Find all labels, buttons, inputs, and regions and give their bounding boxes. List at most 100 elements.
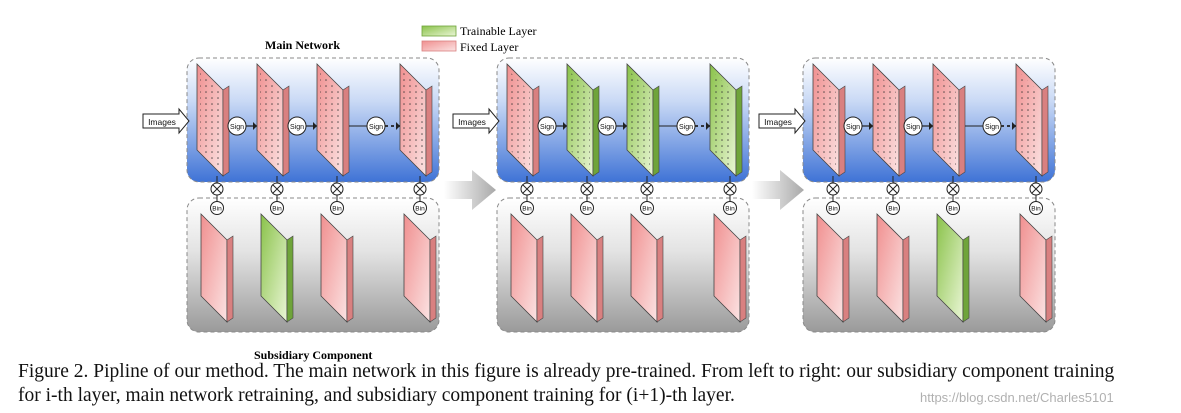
main-network-panel [186, 57, 440, 183]
subsidiary-layer-side [842, 235, 850, 323]
sign-node [843, 116, 863, 136]
multiply-icon [210, 182, 224, 196]
binary-weights-pattern [320, 72, 340, 170]
binary-weights-pattern [936, 72, 956, 170]
binary-weights-pattern [816, 72, 836, 170]
bin-node [330, 201, 344, 215]
arrow-head [313, 122, 317, 130]
binary-weights-pattern [1019, 72, 1039, 170]
arrow-head [869, 122, 873, 130]
main-network-label: Main Network [265, 38, 340, 52]
sign-label: Sign [540, 124, 554, 131]
bin-node [826, 201, 840, 215]
watermark: https://blog.csdn.net/Charles5101 [920, 390, 1114, 405]
bin-label: Bin [522, 206, 532, 213]
sign-node [597, 116, 617, 136]
main-layer-side [1041, 85, 1049, 177]
multiply-icon [580, 182, 594, 196]
multiply-icon [520, 182, 534, 196]
bin-node [413, 201, 427, 215]
bin-label: Bin [415, 206, 425, 213]
sign-node [537, 116, 557, 136]
bin-label: Bin [332, 206, 342, 213]
stage-transition-arrow [752, 170, 804, 210]
multiply-icon [946, 182, 960, 196]
images-input-arrow [758, 107, 806, 135]
sign-node [366, 116, 386, 136]
arrow-head [1012, 122, 1016, 130]
binary-weights-pattern [630, 72, 650, 170]
subsidiary-layer-side [962, 235, 970, 323]
multiply-icon [1029, 182, 1043, 196]
bin-label: Bin [725, 206, 735, 213]
images-label: Images [764, 117, 792, 127]
main-layer-side [425, 85, 433, 177]
subsidiary-layer-side [656, 235, 664, 323]
sign-node [676, 116, 696, 136]
arrow-head [929, 122, 933, 130]
bin-node [886, 201, 900, 215]
binary-weights-pattern [510, 72, 530, 170]
images-label: Images [458, 117, 486, 127]
sign-label: Sign [846, 124, 860, 131]
bin-label: Bin [642, 206, 652, 213]
subsidiary-layer-side [596, 235, 604, 323]
main-layer-side [222, 85, 230, 177]
sign-node [982, 116, 1002, 136]
main-layer-side [838, 85, 846, 177]
main-layer-side [958, 85, 966, 177]
multiply-icon [886, 182, 900, 196]
caption-line-2: for i-th layer, main network retraining,… [18, 385, 735, 406]
images-label: Images [148, 117, 176, 127]
bin-node [640, 201, 654, 215]
main-network-panel [802, 57, 1056, 183]
figure-caption: Figure 2. Pipline of our method. The mai… [18, 360, 1168, 408]
binary-weights-pattern [260, 72, 280, 170]
bin-node [580, 201, 594, 215]
subsidiary-component-label: Subsidiary Component [254, 348, 373, 362]
binary-weights-pattern [570, 72, 590, 170]
main-layer-side [532, 85, 540, 177]
arrow-head [396, 122, 400, 130]
subsidiary-layer-side [1045, 235, 1053, 323]
sign-node [227, 116, 247, 136]
legend-fixed-label: Fixed Layer [460, 40, 519, 54]
bin-node [1029, 201, 1043, 215]
main-layer-side [282, 85, 290, 177]
binary-weights-pattern [713, 72, 733, 170]
binary-weights-pattern [200, 72, 220, 170]
multiply-icon [270, 182, 284, 196]
images-input-arrow [452, 107, 500, 135]
bin-label: Bin [582, 206, 592, 213]
bin-label: Bin [1031, 206, 1041, 213]
bin-label: Bin [272, 206, 282, 213]
subsidiary-layer-side [226, 235, 234, 323]
arrow-head [623, 122, 627, 130]
sign-node [287, 116, 307, 136]
images-input-arrow [142, 107, 190, 135]
caption-line-1: Figure 2. Pipline of our method. The mai… [18, 361, 1115, 382]
bin-node [946, 201, 960, 215]
bin-label: Bin [888, 206, 898, 213]
subsidiary-layer-side [429, 235, 437, 323]
sign-label: Sign [679, 124, 693, 131]
arrow-head [706, 122, 710, 130]
bin-label: Bin [948, 206, 958, 213]
sign-label: Sign [230, 124, 244, 131]
main-layer-side [342, 85, 350, 177]
bin-node [270, 201, 284, 215]
arrow-head [253, 122, 257, 130]
legend-trainable-swatch [421, 25, 457, 37]
bin-node [723, 201, 737, 215]
bin-label: Bin [828, 206, 838, 213]
main-layer-side [735, 85, 743, 177]
legend-trainable-label: Trainable Layer [460, 24, 537, 38]
subsidiary-layer-side [739, 235, 747, 323]
sign-node [903, 116, 923, 136]
multiply-icon [330, 182, 344, 196]
main-layer-side [592, 85, 600, 177]
main-layer-side [898, 85, 906, 177]
subsidiary-layer-side [536, 235, 544, 323]
